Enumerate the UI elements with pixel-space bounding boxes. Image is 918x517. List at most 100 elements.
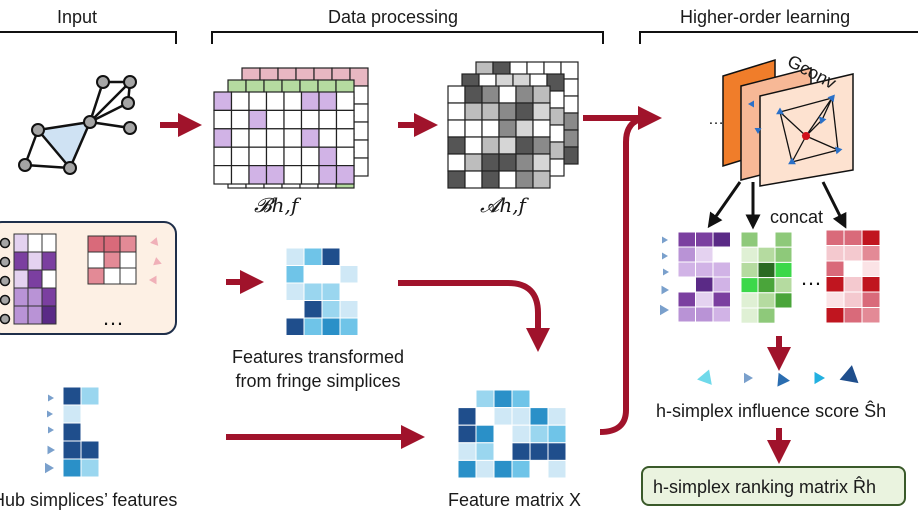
out-green-cell [740,277,759,294]
x-cell [547,442,567,461]
header-input: Input [57,7,98,27]
x-cell [493,459,513,479]
out-red-cell [843,291,863,308]
out-purple-cell [677,291,696,308]
b-front-cell [300,109,320,130]
a-front-cell [515,119,534,138]
panel-purple-cell [27,305,43,325]
hub-cell [62,440,82,460]
b-front-cell [283,128,303,148]
out-green-cell [740,292,759,309]
x-cell [547,424,567,444]
fringe-cell [339,317,359,336]
triangle-mark [788,157,796,165]
b-front-cell [230,165,250,185]
panel-triangles [148,237,162,285]
a-front-cell [447,85,466,104]
b-front-cell [265,165,285,185]
x-cell [529,389,549,409]
output-ellipsis: … [800,265,822,290]
a-front-cell [498,119,517,138]
triangle-mark [662,252,668,260]
b-front-cell [248,165,268,185]
out-green-cell [774,231,793,248]
panel-purple-cell [27,269,43,289]
out-purple-cell [712,231,731,248]
panel-purple-cell [41,305,57,325]
x-cell [511,459,531,479]
arrow-x-to-gconv [599,115,651,435]
gconv-ellipsis: … [708,111,724,128]
ranking-matrix-label: h-simplex ranking matrix R̂h [653,477,877,497]
panel-purple-cell [27,287,43,307]
triangle-mark [697,369,712,385]
panel-purple-cell [27,251,43,271]
triangle-mark [835,146,843,155]
panel-red-cell [103,251,121,269]
vertex-dot [0,237,11,249]
out-purple-cell [695,306,714,323]
b-front-cell [265,128,285,148]
triangle-mark [47,445,55,455]
b-front-cell [248,146,268,167]
a-front-cell [515,102,534,121]
triangle-mark [776,107,784,115]
b-front-cell [300,165,320,185]
b-front-cell [283,109,303,130]
panel-red-cell [119,267,137,285]
b-front-cell [300,128,320,148]
a-front-cell [464,85,483,104]
out-red-cell [861,229,881,246]
x-cell [529,442,549,461]
out-purple-cell [712,276,731,293]
triangle-mark [148,275,157,285]
panel-red-cell [119,235,137,253]
out-red-cell [843,245,863,262]
gconv-edge [779,97,833,113]
output-green-matrix [740,231,793,324]
triangle-mark [47,410,53,418]
out-red-cell [843,276,863,293]
vertex-dot [0,294,11,306]
panel-purple-cell [41,287,57,307]
out-red-cell [825,291,845,308]
panel-purple-cell [13,287,29,307]
vertex-dot [0,275,11,287]
out-purple-cell [677,306,696,323]
triangle-mark [819,116,827,125]
triangle-mark [660,304,669,316]
b-front-cell [248,109,268,130]
a-front-cell [464,170,483,189]
a-matrix-stack [447,61,579,189]
influence-score-label: h-simplex influence score Ŝh [656,401,887,421]
out-purple-cell [695,291,714,308]
hub-cell [62,458,82,478]
fringe-cell [339,247,359,266]
a-front-cell [481,170,500,189]
out-green-cell [774,292,793,309]
b-front-cell [318,109,338,130]
b-front-cell [265,91,285,111]
triangle-mark [827,94,835,103]
hub-cell [80,422,100,442]
triangle-mark [814,371,825,385]
panel-red-cell [87,235,105,253]
panel-red-cell [103,235,121,253]
panel-red-cell [87,251,105,269]
a-front-cell [498,170,517,189]
x-cell [475,389,495,409]
b-matrix-label: 𝓑h,f [254,193,299,217]
b-front-cell [335,146,355,167]
out-purple-cell [695,276,714,293]
out-red-cell [861,291,881,308]
fringe-cell [285,247,305,266]
out-green-cell [774,307,793,324]
a-front-cell [515,85,534,104]
x-cell [547,407,567,426]
out-purple-cell [677,231,696,248]
b-front-cell [230,109,250,130]
out-green-cell [757,292,776,309]
b-front-cell [318,128,338,148]
hub-features-label: Hub simplices’ features [0,490,178,510]
out-green-cell [774,246,793,263]
